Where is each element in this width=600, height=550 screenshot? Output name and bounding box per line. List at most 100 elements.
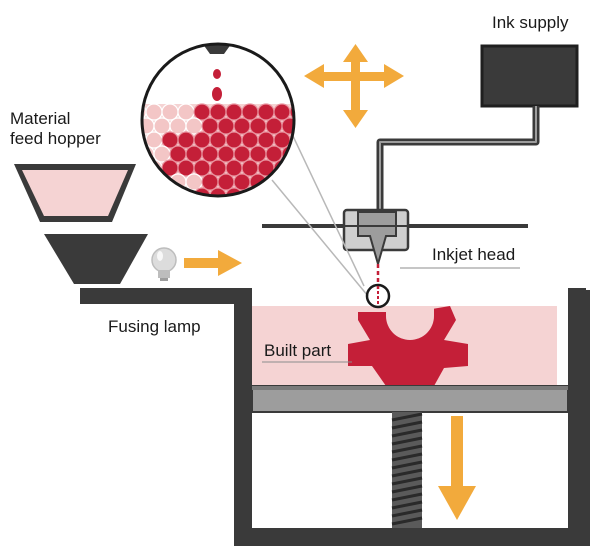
fused-particle [241,103,259,121]
powder-particle [177,103,195,121]
fused-particle [201,145,219,163]
powder-particle [281,173,294,191]
built-part [348,306,468,386]
fused-particle [298,118,314,134]
powder-particle [161,187,179,196]
fused-particle [257,131,275,149]
material-feed-hopper-label-line2: feed hopper [10,129,101,148]
powder-particle [153,145,171,163]
screw-thread [391,508,423,518]
fused-particle [257,103,275,121]
fused-particle [201,173,219,191]
built-part-label: Built part [264,341,331,360]
screw-thread [391,468,423,478]
fused-particle [209,159,227,177]
material-feed-hopper-label-line1: Material [10,109,70,128]
powder-particle [185,117,203,135]
magnified-spot [365,283,391,309]
screw-thread [391,428,423,438]
inkjet-head-label: Inkjet head [432,245,515,264]
screw-thread [391,476,423,486]
fused-particle [273,103,291,121]
fused-particle [217,173,235,191]
screw-thread [391,460,423,470]
fused-particle [201,117,219,135]
screw-thread [391,412,423,422]
fused-particle [289,103,294,121]
powder-particle [257,187,275,196]
fused-particle [273,131,291,149]
lead-screw [391,412,423,528]
magnifier-connector [271,179,369,297]
fusing-lamp-label: Fusing lamp [108,317,201,336]
fusing-lamp-icon [151,247,177,281]
powder-particle [145,103,163,121]
screw-thread [391,444,423,454]
fused-particle [289,159,294,177]
fused-particle [225,103,243,121]
powder-particle [161,103,179,121]
fused-particle [249,145,267,163]
fused-particle [193,159,211,177]
screw-thread [391,452,423,462]
fused-particle [233,173,251,191]
powder-particle [306,188,322,204]
ink-supply-label: Ink supply [492,13,569,32]
fused-particle [185,145,203,163]
fused-particle [169,145,187,163]
fused-particle [193,131,211,149]
fused-particle [298,146,314,162]
fused-particle [241,159,259,177]
fused-particle [209,187,227,196]
screw-thread [391,484,423,494]
fused-particle [314,118,330,134]
fused-particle [281,117,294,135]
screw-thread [391,420,423,430]
fused-particle [217,117,235,135]
inkjet-head [262,208,528,292]
fused-particle [177,131,195,149]
powder-particle [142,173,155,191]
ink-supply: Ink supply [480,13,579,108]
magnified-nozzle [200,44,234,54]
fused-particle [306,132,322,148]
fused-particle [177,159,195,177]
ink-supply-box [480,44,579,108]
fused-particle [233,145,251,163]
fused-particle [233,117,251,135]
fused-particle [193,103,211,121]
fused-particle [225,131,243,149]
screw-thread [391,436,423,446]
fused-particle [161,131,179,149]
build-chamber [80,288,590,546]
ink-supply-tube [376,106,540,212]
screw-thread [391,492,423,502]
fused-particle [314,146,330,162]
screw-thread [391,500,423,510]
fused-particle [241,131,259,149]
material-feed-hopper [14,164,148,284]
fused-particle [217,145,235,163]
powder-particle [314,174,330,190]
fused-particle [225,159,243,177]
fused-particle [209,103,227,121]
powder-particle [142,117,155,135]
fused-particle [265,145,283,163]
movement-arrows-icon [304,44,404,128]
fused-particle [249,117,267,135]
platform-lowering-arrow [438,416,476,520]
magnifier [140,42,330,204]
fusing-lamp-arrow [184,250,242,276]
powder-particle [273,187,291,196]
powder-particle [145,187,163,196]
fused-particle [265,117,283,135]
powder-particle [142,187,147,196]
powder-particle [145,131,163,149]
fused-particle [306,104,322,120]
powder-particle [153,117,171,135]
fused-particle [209,131,227,149]
powder-particle [289,187,294,196]
powder-particle [185,173,203,191]
build-platform [251,385,569,413]
